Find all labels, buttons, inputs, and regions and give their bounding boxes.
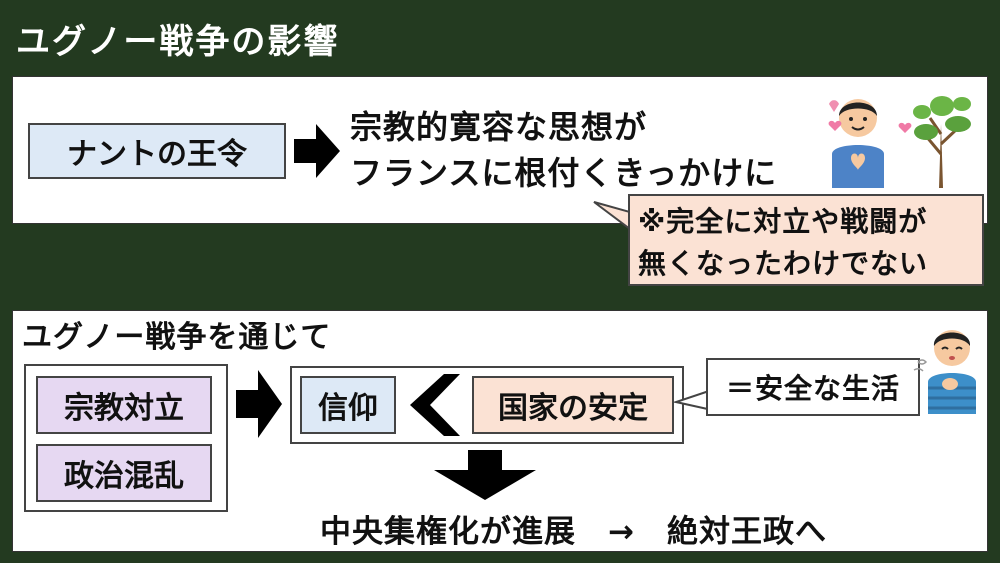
faith-box: 信仰	[300, 376, 396, 434]
person-heart-hands-icon	[829, 99, 884, 188]
stability-box: 国家の安定	[472, 376, 674, 434]
arrow-right-icon	[294, 124, 340, 178]
result-line-1: 宗教的寛容な思想が	[350, 108, 648, 146]
safety-bubble: ＝安全な生活	[706, 358, 920, 416]
heart-icon	[898, 122, 912, 133]
note-line-1: ※完全に対立や戦闘が	[638, 205, 928, 238]
bottom-heading: ユグノー戦争を通じて	[22, 320, 332, 355]
note-bubble: ※完全に対立や戦闘が 無くなったわけでない	[628, 194, 984, 286]
note-line-2: 無くなったわけでない	[638, 247, 929, 280]
arrow-right-icon	[236, 370, 282, 438]
result-line-2: フランスに根付くきっかけに	[350, 154, 778, 192]
tree-icon	[913, 96, 971, 188]
edict-label: ナントの王令	[67, 137, 247, 172]
cause-political-chaos: 政治混乱	[36, 444, 212, 502]
edict-box: ナントの王令	[28, 123, 286, 179]
page-title: ユグノー戦争の影響	[16, 22, 340, 62]
cause-religious-conflict: 宗教対立	[36, 376, 212, 434]
heart-icon	[828, 120, 842, 131]
arrow-down-icon	[434, 450, 536, 500]
conclusion-text: 中央集権化が進展 → 絶対王政へ	[320, 514, 827, 550]
less-than-icon	[410, 374, 460, 436]
safety-note: ＝安全な生活	[725, 372, 900, 405]
relieved-person-icon	[913, 330, 976, 414]
